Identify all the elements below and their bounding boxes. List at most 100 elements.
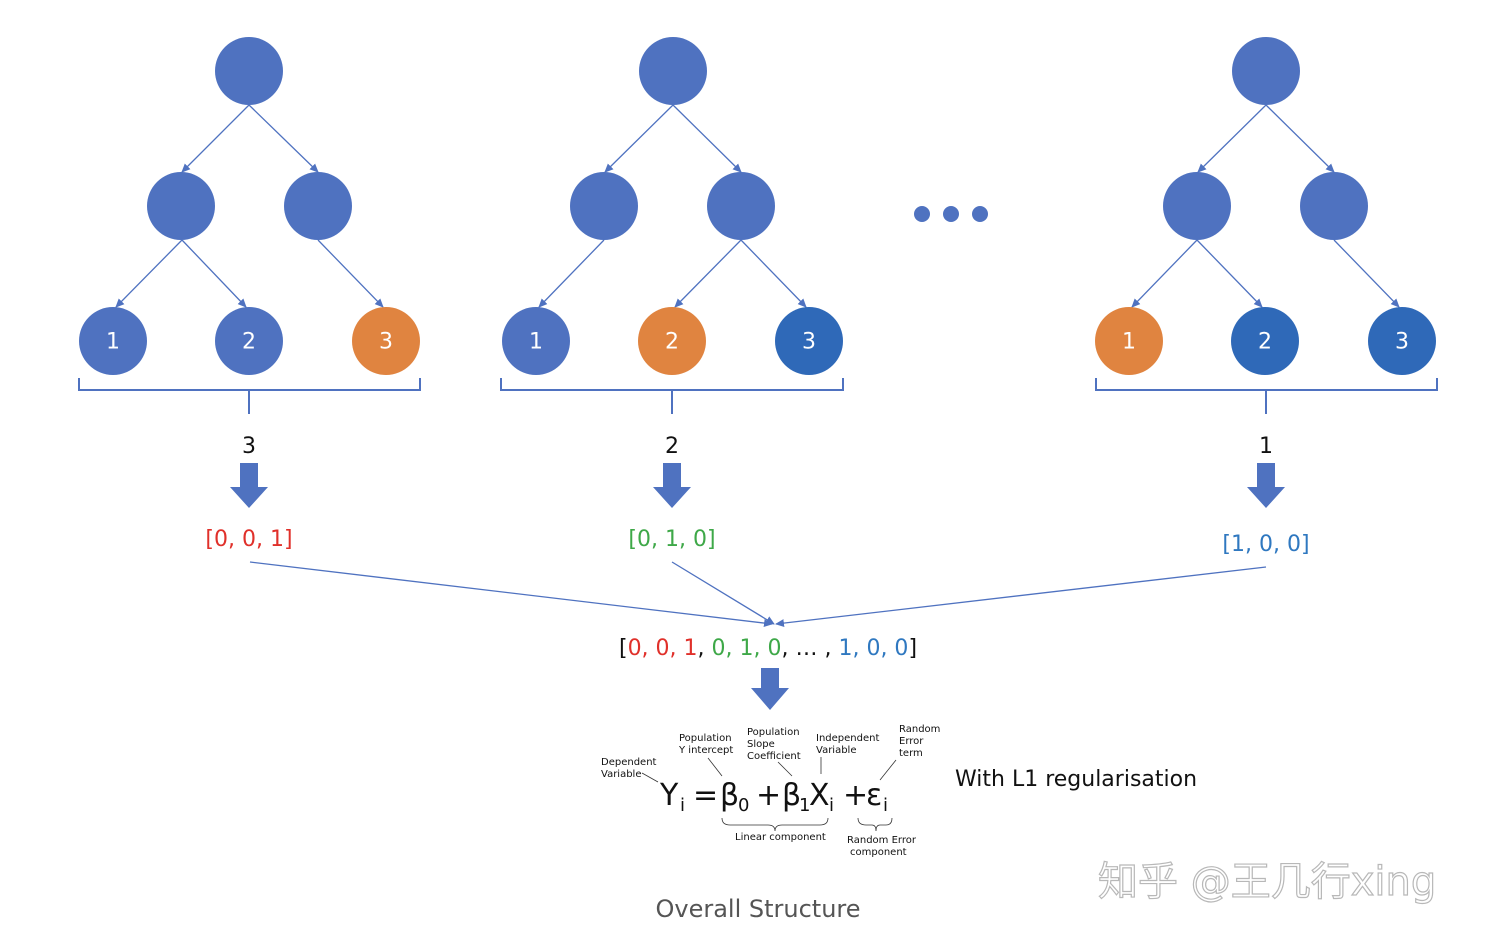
combined-vector-ellipsis: , … ,: [782, 636, 839, 661]
equation-plus: +: [843, 778, 868, 813]
linear-component-note: Linear component: [735, 832, 826, 843]
slope-note: Slope: [747, 739, 775, 750]
equation-sub: i: [829, 795, 834, 816]
tree-2-leaf-2-label: 2: [665, 330, 679, 355]
tree-3-edge: [1333, 239, 1400, 308]
error-term-note: Random: [899, 724, 940, 735]
equation-beta-0: β: [720, 778, 739, 813]
tree-2-edge: [672, 104, 742, 173]
tree-2: 1 2 3 2 [0, 1, 0]: [500, 37, 844, 552]
equation-beta-1: β: [782, 778, 801, 813]
combined-vector-part-tree-1: 0, 0, 1: [628, 636, 698, 661]
combined-vector-separator: ,: [698, 636, 712, 661]
tree-1-root-node: [215, 37, 283, 105]
tree-2-leaf-1: [502, 307, 570, 375]
tree-3-internal-node: [1163, 172, 1231, 240]
tree-1-one-hot-vector: [0, 0, 1]: [205, 527, 292, 552]
regression-equation: Dependent Variable Population Y intercep…: [601, 724, 940, 858]
tree-3-edge: [1131, 239, 1198, 308]
tree-3-edge: [1197, 104, 1267, 173]
tree-1-leaf-brace: [78, 378, 421, 414]
note-pointer: [707, 757, 723, 777]
note-pointer: [777, 761, 793, 777]
tree-2-internal-node: [707, 172, 775, 240]
tree-2-internal-node: [570, 172, 638, 240]
intercept-note: Y intercept: [678, 745, 733, 756]
tree-1-edge: [317, 239, 384, 308]
tree-3-leaf-1-label: 1: [1122, 330, 1136, 355]
tree-3-one-hot-vector: [1, 0, 0]: [1222, 532, 1309, 557]
equation-plus: +: [756, 778, 781, 813]
tree-2-leaf-2: [638, 307, 706, 375]
dependent-variable-note: Variable: [601, 769, 642, 780]
tree-1-internal-node: [284, 172, 352, 240]
tree-1-leaf-3: [352, 307, 420, 375]
tree-3-leaf-2: [1231, 307, 1299, 375]
equation-sub: 1: [799, 795, 810, 816]
dependent-variable-note: Dependent: [601, 757, 657, 768]
tree-2-edge: [740, 239, 807, 308]
merge-arrow-middle: [671, 561, 775, 625]
tree-1-count: 3: [242, 434, 256, 459]
tree-3-leaf-3-label: 3: [1395, 330, 1409, 355]
equation-sub: i: [883, 795, 888, 816]
tree-2-edge: [604, 104, 674, 173]
tree-2-leaf-1-label: 1: [529, 330, 543, 355]
tree-2-down-arrow: [653, 463, 691, 508]
equation-epsilon: ε: [866, 778, 882, 813]
error-term-note: term: [899, 748, 923, 759]
tree-3-down-arrow: [1247, 463, 1285, 508]
tree-1-down-arrow: [230, 463, 268, 508]
independent-variable-note: Independent: [816, 733, 879, 744]
tree-1-edge: [181, 239, 247, 308]
tree-1-leaf-1: [79, 307, 147, 375]
tree-2-root-node: [639, 37, 707, 105]
tree-1: 1 2 3 3 [0, 0, 1]: [78, 37, 421, 552]
combined-vector-close-bracket: ]: [908, 636, 917, 661]
tree-3-root-node: [1232, 37, 1300, 105]
note-pointer: [641, 772, 659, 783]
watermark: 知乎 @王几行xing: [1098, 859, 1436, 905]
error-term-note: Error: [899, 736, 924, 747]
tree-1-internal-node: [147, 172, 215, 240]
converging-arrows: [249, 561, 1267, 628]
tree-1-leaf-1-label: 1: [106, 330, 120, 355]
ellipsis-dots: [914, 206, 988, 222]
equation-sub: 0: [738, 795, 749, 816]
intercept-note: Population: [679, 733, 732, 744]
combined-down-arrow: [751, 668, 789, 710]
random-error-note: component: [850, 847, 907, 858]
tree-1-leaf-2-label: 2: [242, 330, 256, 355]
tree-2-leaf-3-label: 3: [802, 330, 816, 355]
slope-note: Coefficient: [747, 751, 801, 762]
tree-1-edge: [248, 104, 319, 173]
tree-3-count: 1: [1259, 434, 1273, 459]
figure-caption: Overall Structure: [655, 895, 860, 923]
equation-x: X: [809, 778, 830, 813]
regularisation-label: With L1 regularisation: [955, 767, 1197, 792]
note-pointer: [879, 759, 897, 781]
tree-3-leaf-1: [1095, 307, 1163, 375]
tree-3-internal-node: [1300, 172, 1368, 240]
combined-vector: [0, 0, 1, 0, 1, 0, … , 1, 0, 0]: [619, 636, 917, 661]
tree-3-leaf-brace: [1095, 378, 1438, 414]
tree-2-count: 2: [665, 434, 679, 459]
tree-2-one-hot-vector: [0, 1, 0]: [628, 527, 715, 552]
independent-variable-note: Variable: [816, 745, 857, 756]
combined-vector-open-bracket: [: [619, 636, 628, 661]
ellipsis-dot: [914, 206, 930, 222]
tree-1-leaf-2: [215, 307, 283, 375]
random-error-brace: [857, 817, 893, 832]
tree-2-leaf-3: [775, 307, 843, 375]
tree-3-edge: [1265, 104, 1335, 173]
tree-2-edge: [674, 239, 742, 308]
random-error-note: Random Error: [847, 835, 917, 846]
ellipsis-dot: [972, 206, 988, 222]
tree-1-edge: [115, 239, 183, 308]
slope-note: Population: [747, 727, 800, 738]
combined-vector-part-tree-2: 0, 1, 0: [712, 636, 782, 661]
tree-3-leaf-2-label: 2: [1258, 330, 1272, 355]
equation-equals: =: [693, 778, 718, 813]
